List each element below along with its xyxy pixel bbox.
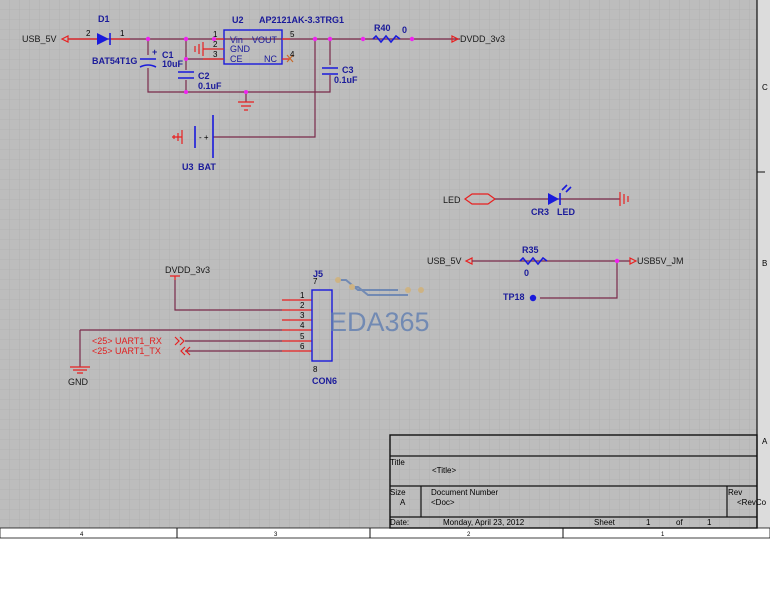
power-u2-val: AP2121AK-3.3TRG1 [259, 15, 344, 25]
net-label-usb5v-jm[interactable]: USB5V_JM [637, 256, 684, 266]
connector-pins-2: 3 [300, 311, 305, 320]
power-u2-pins-4-num: 4 [290, 50, 295, 59]
connector-pins-4: 5 [300, 332, 305, 341]
power-u2-pins-0-name: Vin [230, 35, 243, 45]
title-block-doc-value: <Doc> [431, 498, 455, 507]
power-d1-pin1: 1 [120, 29, 125, 38]
title-block: Title <Title> Size A Document Number <Do… [389, 434, 767, 529]
ground-icon [70, 366, 90, 374]
usb-tp: TP18 [503, 292, 525, 302]
power-u3-ref: U3 [182, 162, 194, 172]
net-label-usb5v-2[interactable]: USB_5V [427, 256, 462, 266]
title-block-rev-label: Rev [728, 488, 742, 497]
title-block-date-label: Date: [390, 518, 409, 527]
connector-gnd: GND [68, 377, 89, 387]
diode-d1[interactable] [97, 33, 109, 45]
title-block-size-value: A [400, 498, 406, 507]
grid-background [0, 0, 770, 538]
capacitor-c2[interactable] [178, 71, 194, 79]
power-c3-val: 0.1uF [334, 75, 358, 85]
connector-pins-3: 4 [300, 321, 305, 330]
zone-label-b: B [762, 259, 767, 268]
title-block-sheet-total: 1 [707, 518, 712, 527]
power-d1-pin2: 2 [86, 29, 91, 38]
border-cols-2: 2 [467, 532, 471, 538]
power-u2-pins-1-num: 2 [213, 40, 218, 49]
ground-icon [238, 101, 254, 111]
connector-section: DVDD_3v3 J5 7 8 CON6 1 2 3 4 5 6 GND <25… [68, 265, 337, 387]
led-ref: CR3 [531, 207, 549, 217]
title-block-of-label: of [676, 518, 683, 527]
net-label-dvdd-2[interactable]: DVDD_3v3 [165, 265, 210, 275]
power-r40-ref: R40 [374, 23, 391, 33]
usb-val: 0 [524, 268, 529, 278]
power-u2-pins-2-name: CE [230, 54, 243, 64]
capacitor-c3[interactable] [322, 67, 338, 75]
connector-j5[interactable] [311, 289, 333, 362]
connector-pins-1: 2 [300, 301, 305, 310]
net-label-usb5v[interactable]: USB_5V [22, 34, 57, 44]
title-block-sheet-num: 1 [646, 518, 651, 527]
power-c1-ref: C1 [162, 50, 174, 60]
usb-section: USB_5V R35 0 USB5V_JM TP18 [427, 245, 684, 302]
title-block-sheet-label: Sheet [594, 518, 616, 527]
eda365-watermark: EDA365 [329, 277, 430, 337]
connector-ref: J5 [313, 269, 323, 279]
power-c1-val: 10uF [162, 59, 184, 69]
power-c2-val: 0.1uF [198, 81, 222, 91]
led-val: LED [557, 207, 576, 217]
power-bat-pol: - + [199, 133, 209, 142]
bottom-zone-strip: 4 3 2 1 [0, 527, 770, 539]
power-u2-pins-3-name: VOUT [252, 35, 278, 45]
resistor-r35[interactable] [519, 256, 548, 266]
zone-label-a: A [762, 437, 768, 446]
right-border-strip [757, 0, 770, 538]
power-u2-pins-1-name: GND [230, 44, 251, 54]
power-u2-pins-3-num: 5 [290, 30, 295, 39]
led-section: LED CR3 LED [443, 184, 629, 217]
net-label-uart1-tx[interactable]: <25> UART1_TX [92, 346, 161, 356]
title-block-title-value: <Title> [432, 466, 456, 475]
title-block-doc-label: Document Number [431, 488, 498, 497]
capacitor-c1[interactable] [139, 58, 157, 68]
title-block-date-value: Monday, April 23, 2012 [443, 518, 525, 527]
title-block-title-label: Title [390, 458, 405, 467]
power-c3-ref: C3 [342, 65, 354, 75]
battery-u3[interactable] [194, 115, 214, 158]
power-u2-pins-0-num: 1 [213, 30, 218, 39]
power-d1-val: BAT54T1G [92, 56, 137, 66]
test-point-tp18[interactable] [529, 294, 537, 302]
title-block-size-label: Size [390, 488, 406, 497]
connector-pins-0: 1 [300, 291, 305, 300]
power-u3-val: BAT [198, 162, 216, 172]
connector-pin8: 8 [313, 365, 318, 374]
power-u2-pins-4-name: NC [264, 54, 277, 64]
net-label-led[interactable]: LED [443, 195, 461, 205]
power-r40-val: 0 [402, 25, 407, 35]
resistor-r40[interactable] [372, 34, 401, 44]
connector-pins-5: 6 [300, 342, 305, 351]
power-u2-ref: U2 [232, 15, 244, 25]
border-cols-1: 3 [274, 532, 278, 538]
power-section: USB_5V D1 2 1 BAT54T1G + C1 10uF C2 0.1u… [22, 14, 505, 172]
net-label-dvdd[interactable]: DVDD_3v3 [460, 34, 505, 44]
power-d1-ref: D1 [98, 14, 110, 24]
net-label-uart1-rx[interactable]: <25> UART1_RX [92, 336, 162, 346]
led-cr3[interactable] [548, 193, 559, 205]
title-block-rev-value: <RevCo [737, 498, 767, 507]
connector-pin7: 7 [313, 277, 318, 286]
connector-val: CON6 [312, 376, 337, 386]
regulator-u2[interactable] [223, 29, 283, 65]
usb-ref: R35 [522, 245, 539, 255]
page-margin [0, 538, 770, 606]
border-cols-3: 1 [661, 532, 665, 538]
zone-label-c: C [762, 83, 768, 92]
watermark: EDA365 [329, 307, 430, 337]
border-cols-0: 4 [80, 532, 84, 538]
power-c1-plus: + [152, 47, 157, 57]
power-c2-ref: C2 [198, 71, 210, 81]
power-u2-pins-2-num: 3 [213, 50, 218, 59]
